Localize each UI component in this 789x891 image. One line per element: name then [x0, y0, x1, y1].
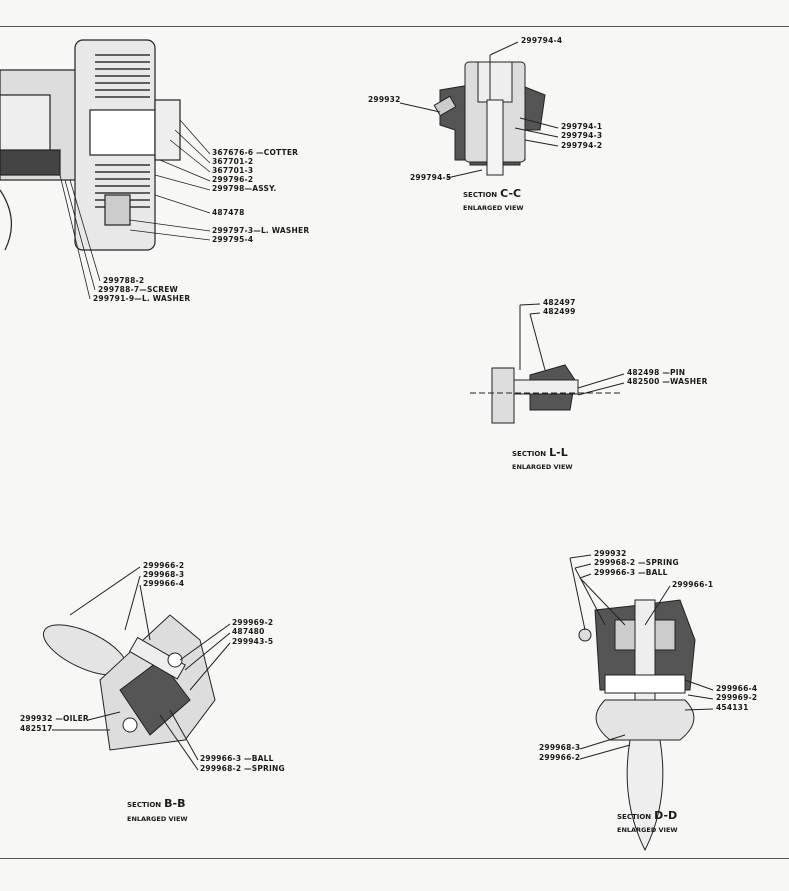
callout-299966-4: 299966-4	[143, 579, 185, 588]
callout-299943-5: 299943-5	[232, 637, 274, 646]
section-cc-subtitle: ENLARGED VIEW	[463, 204, 524, 212]
callout-299794-2: 299794-2	[561, 141, 603, 150]
callout-299932: 299932	[368, 95, 401, 104]
callout-299791-9: 299791-9—L. WASHER	[93, 294, 191, 303]
callout-482500: 482500 —WASHER	[627, 377, 708, 386]
section-label: SECTION	[512, 450, 547, 458]
callout-299968-3: 299968-3	[143, 570, 185, 579]
callout-299966-4: 299966-4	[716, 684, 758, 693]
callout-299966-2: 299966-2	[143, 561, 185, 570]
section-letter: L-L	[549, 446, 568, 459]
section-bb-subtitle: ENLARGED VIEW	[127, 815, 188, 823]
section-ll-drawing	[470, 303, 625, 424]
callout-299932: 299932	[594, 549, 627, 558]
section-letter: D-D	[654, 809, 678, 822]
section-ll-subtitle: ENLARGED VIEW	[512, 463, 573, 471]
callout-487480: 487480	[232, 627, 265, 636]
callout-487478: 487478	[212, 208, 245, 217]
section-cc-drawing	[399, 41, 559, 179]
top-rule	[0, 26, 789, 27]
callout-482517: 482517	[20, 724, 53, 733]
callout-299968-3: 299968-3	[539, 743, 581, 752]
callout-367676-6: 367676-6 —COTTER	[212, 148, 299, 157]
callout-299966-3-ball: 299966-3 —BALL	[594, 568, 668, 577]
callout-454131: 454131	[716, 703, 749, 712]
section-label: SECTION	[617, 813, 652, 821]
callout-367701-2: 367701-2	[212, 157, 254, 166]
callout-367701-3: 367701-3	[212, 166, 254, 175]
callout-299794-3: 299794-3	[561, 131, 603, 140]
main-assembly-drawing	[0, 39, 181, 251]
callout-299969-2: 299969-2	[716, 693, 758, 702]
callout-299794-1: 299794-1	[561, 122, 603, 131]
callout-482498: 482498 —PIN	[627, 368, 686, 377]
callout-299932-oiler: 299932 —OILER	[20, 714, 89, 723]
callout-299794-5: 299794-5	[410, 173, 452, 182]
section-dd-subtitle: ENLARGED VIEW	[617, 826, 678, 834]
callout-482497: 482497	[543, 298, 576, 307]
callout-299794-4: 299794-4	[521, 36, 563, 45]
section-label: SECTION	[463, 191, 498, 199]
callout-299966-1: 299966-1	[672, 580, 714, 589]
callout-299796-2: 299796-2	[212, 175, 254, 184]
callout-299797-3: 299797-3—L. WASHER	[212, 226, 310, 235]
callout-299966-3-ball: 299966-3 —BALL	[200, 754, 274, 763]
callout-299788-7: 299788-7—SCREW	[98, 285, 179, 294]
section-label: SECTION	[127, 801, 162, 809]
bottom-rule	[0, 858, 789, 859]
callout-299968-2-spring: 299968-2 —SPRING	[594, 558, 679, 567]
callout-299788-2: 299788-2	[103, 276, 145, 285]
callout-299798: 299798—ASSY.	[212, 184, 277, 193]
callout-299966-2: 299966-2	[539, 753, 581, 762]
callout-299968-2-spring: 299968-2 —SPRING	[200, 764, 285, 773]
callout-482499: 482499	[543, 307, 576, 316]
callout-299795-4: 299795-4	[212, 235, 254, 244]
callout-299969-2: 299969-2	[232, 618, 274, 627]
section-dd-drawing	[569, 554, 714, 852]
section-letter: B-B	[164, 797, 186, 810]
section-bb-drawing	[43, 566, 231, 771]
section-letter: C-C	[500, 187, 522, 200]
